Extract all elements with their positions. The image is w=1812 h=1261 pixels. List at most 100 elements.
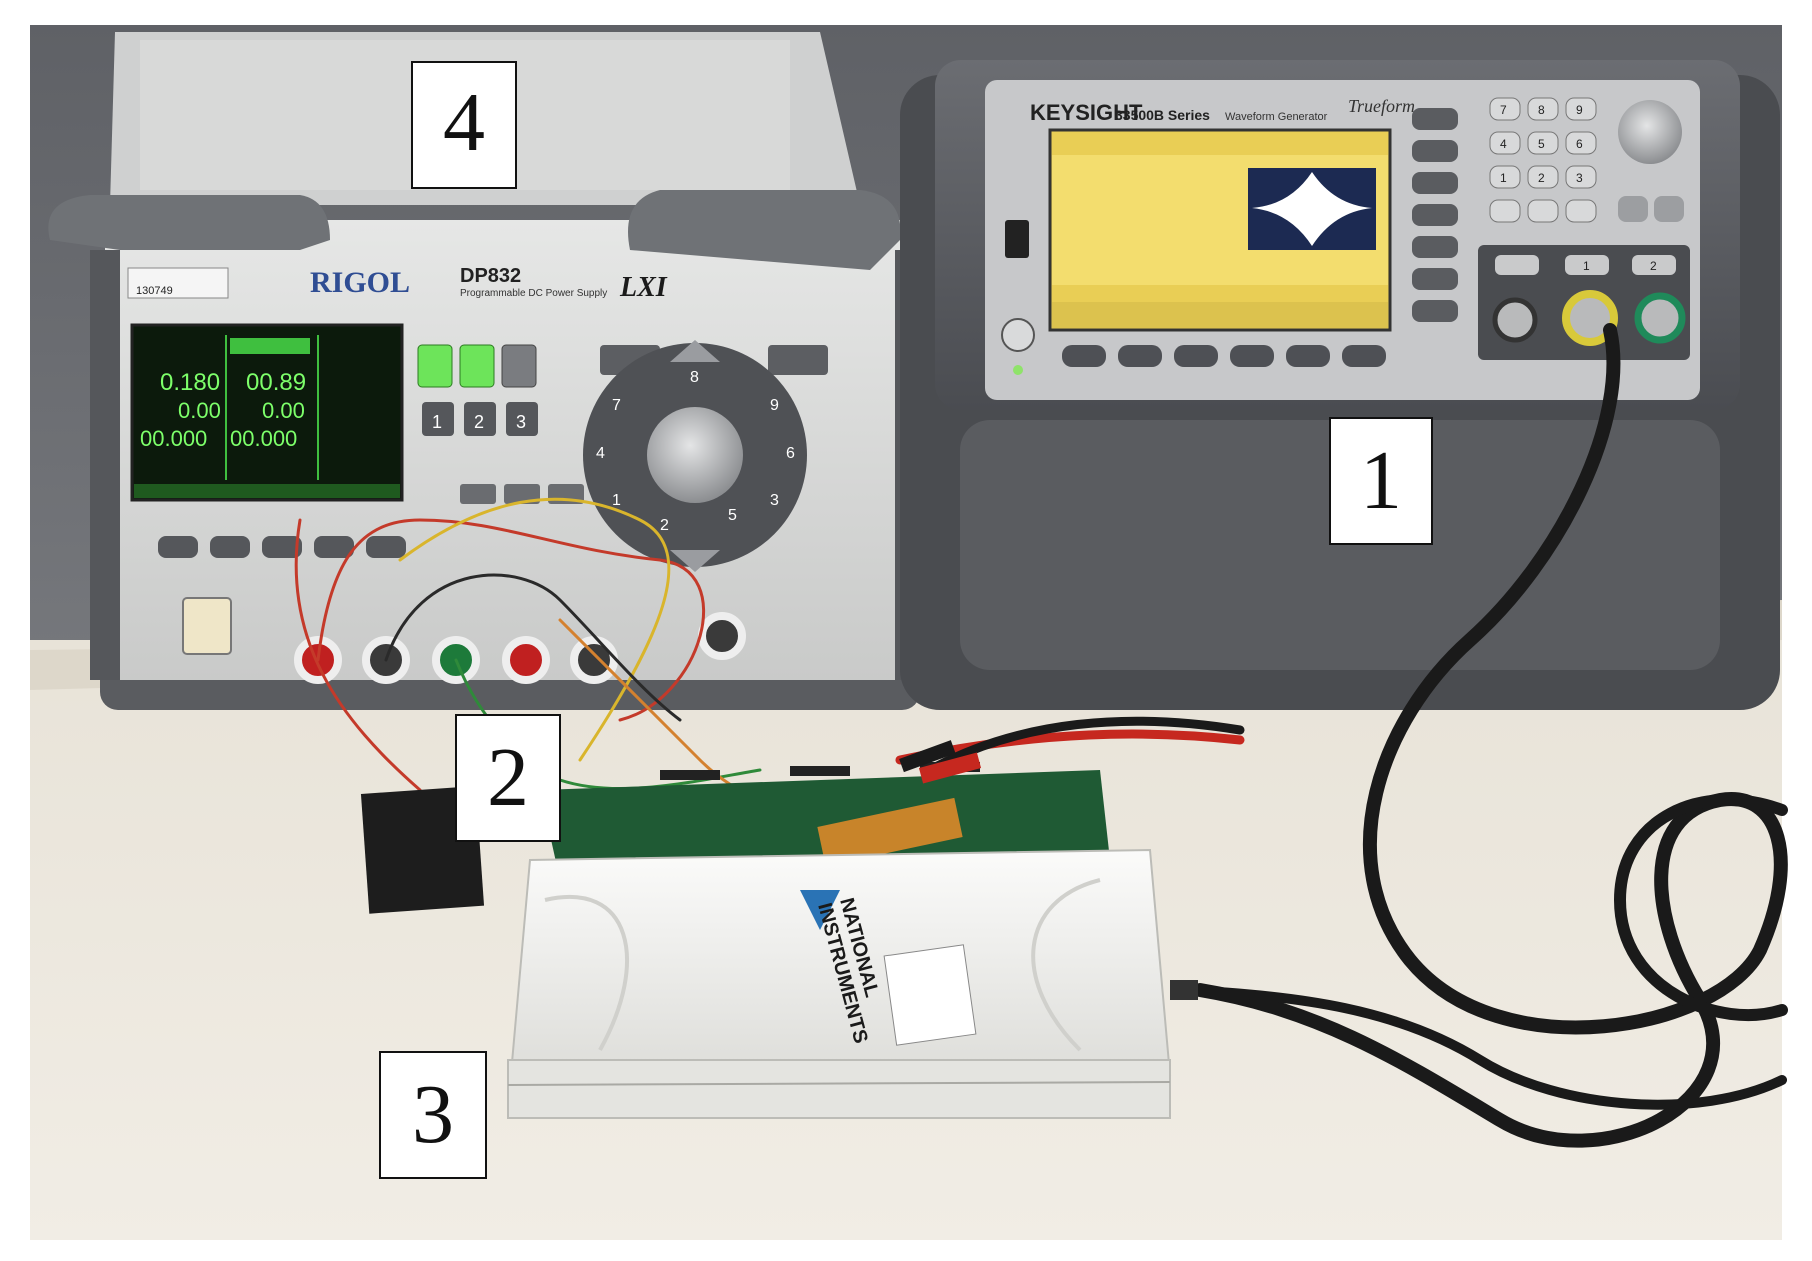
gen-power-button[interactable] (1001, 318, 1035, 352)
ps-softkey-4[interactable] (314, 536, 354, 558)
ps-rotary-knob[interactable] (647, 407, 743, 503)
gen-key-2-label: 2 (1538, 171, 1545, 185)
ps-ch1-on-button[interactable] (417, 344, 453, 388)
gen-func-key-5[interactable] (1412, 236, 1458, 258)
alligator-clip-red (918, 752, 982, 784)
gen-sync-bnc[interactable] (1492, 297, 1538, 343)
gen-trigger-key[interactable] (1495, 255, 1539, 275)
gen-key-8[interactable] (1527, 97, 1559, 121)
ps-preset-key[interactable] (460, 484, 496, 504)
gen-key-extra-1[interactable] (1489, 199, 1521, 223)
ps-subtitle: Programmable DC Power Supply (460, 288, 607, 299)
ps-channel-key-1-label: 1 (432, 412, 442, 432)
callout-4: 4 (411, 61, 517, 189)
gen-keypad: 7 8 9 4 5 6 1 2 3 (1489, 97, 1597, 223)
ps-nav-up-arrow-icon[interactable] (670, 340, 720, 362)
ps-softkey-5[interactable] (366, 536, 406, 558)
ps-softkey-1[interactable] (158, 536, 198, 558)
ps-keypad-4[interactable]: 4 (596, 445, 605, 462)
gen-key-5[interactable] (1527, 131, 1559, 155)
ps-model: DP832 (460, 265, 521, 287)
gen-key-4-label: 4 (1500, 137, 1507, 151)
callout-4-box (411, 61, 517, 189)
gen-subtitle: Waveform Generator (1225, 111, 1328, 123)
gen-key-2[interactable] (1527, 165, 1559, 189)
daq-barcode-label (883, 944, 977, 1046)
ps-brand: RIGOL (310, 266, 410, 299)
ps-ch3-on-button[interactable] (501, 344, 537, 388)
gen-ch2-bnc[interactable] (1634, 292, 1686, 344)
ps-ch2-on-button[interactable] (459, 344, 495, 388)
daq-front-edge (507, 1059, 1171, 1119)
gen-ch1-output-key[interactable] (1565, 255, 1609, 275)
ps-keypad-3[interactable]: 3 (770, 492, 779, 509)
gen-left-arrow-key[interactable] (1618, 196, 1648, 222)
gen-func-key-6[interactable] (1412, 268, 1458, 290)
gen-key-4[interactable] (1489, 131, 1521, 155)
ps-keypad-8[interactable]: 8 (690, 369, 699, 386)
gen-key-extra-2[interactable] (1527, 199, 1559, 223)
alligator-clip-black (899, 740, 956, 773)
gen-func-key-2[interactable] (1412, 140, 1458, 162)
ps-terminal-ch2-neg[interactable] (570, 636, 618, 684)
ps-channel-key-2-label: 2 (474, 412, 484, 432)
gen-key-7[interactable] (1489, 97, 1521, 121)
gen-trueform: Trueform (1348, 96, 1415, 116)
ps-power-switch[interactable] (182, 597, 232, 655)
ps-ocp-key[interactable] (504, 484, 540, 504)
ps-keypad-9[interactable]: 9 (770, 397, 779, 414)
gen-key-6-label: 6 (1576, 137, 1583, 151)
gen-softkey-3[interactable] (1174, 345, 1218, 367)
gen-right-arrow-key[interactable] (1654, 196, 1684, 222)
ps-keypad-7[interactable]: 7 (612, 397, 621, 414)
ps-channel-key-1[interactable] (422, 402, 454, 436)
ps-asset-number: 130749 (136, 285, 173, 297)
ps-asset-label (127, 267, 229, 299)
coax-cable-loop (1613, 794, 1788, 1022)
gen-func-key-1[interactable] (1412, 108, 1458, 130)
gen-key-extra-3[interactable] (1565, 199, 1597, 223)
gen-key-1[interactable] (1489, 165, 1521, 189)
ps-ch2-power: 00.000 (230, 426, 297, 451)
gen-key-8-label: 8 (1538, 103, 1545, 117)
daq-usb-port[interactable] (1170, 980, 1198, 1000)
ps-terminal-ch3[interactable] (698, 612, 746, 660)
gen-ch2-output-key[interactable] (1632, 255, 1676, 275)
gen-key-9[interactable] (1565, 97, 1597, 121)
gen-usb-port[interactable] (1005, 220, 1029, 258)
ps-channel-key-2[interactable] (464, 402, 496, 436)
waveform-generator: KEYSIGHT 33500B Series Waveform Generato… (900, 60, 1780, 710)
gen-func-key-3[interactable] (1412, 172, 1458, 194)
gen-softkey-1[interactable] (1062, 345, 1106, 367)
gen-softkey-2[interactable] (1118, 345, 1162, 367)
ps-utility-key[interactable] (768, 345, 828, 375)
gen-softkey-4[interactable] (1230, 345, 1274, 367)
ps-terminal-ch2-pos[interactable] (502, 636, 550, 684)
ps-channel-key-3[interactable] (506, 402, 538, 436)
gen-softkey-6[interactable] (1342, 345, 1386, 367)
ps-nav-down-arrow-icon[interactable] (670, 550, 720, 572)
gen-rotary-knob[interactable] (1618, 100, 1682, 164)
yellow-wire (398, 497, 671, 762)
daq-left-grip (544, 894, 630, 1051)
ps-keypad-5[interactable]: 5 (728, 507, 737, 524)
cables (294, 323, 1788, 1148)
ps-ch1-current: 0.00 (178, 398, 221, 423)
gen-key-3[interactable] (1565, 165, 1597, 189)
daq-seam (507, 1081, 1171, 1086)
gen-func-key-7[interactable] (1412, 300, 1458, 322)
ps-keypad-6[interactable]: 6 (786, 445, 795, 462)
gen-func-key-4[interactable] (1412, 204, 1458, 226)
ps-lxi-logo: LXI (619, 272, 668, 303)
ps-softkey-2[interactable] (210, 536, 250, 558)
gen-screen-softkey-row (1052, 302, 1388, 328)
gen-softkey-5[interactable] (1286, 345, 1330, 367)
gen-key-6[interactable] (1565, 131, 1597, 155)
ps-keypad-2[interactable]: 2 (660, 517, 669, 534)
ps-keypad-1[interactable]: 1 (612, 492, 621, 509)
daq-right-grip (1031, 878, 1101, 1052)
ps-softkey-3[interactable] (262, 536, 302, 558)
gen-ch1-bnc[interactable] (1562, 290, 1618, 346)
callout-3-box (379, 1051, 487, 1179)
